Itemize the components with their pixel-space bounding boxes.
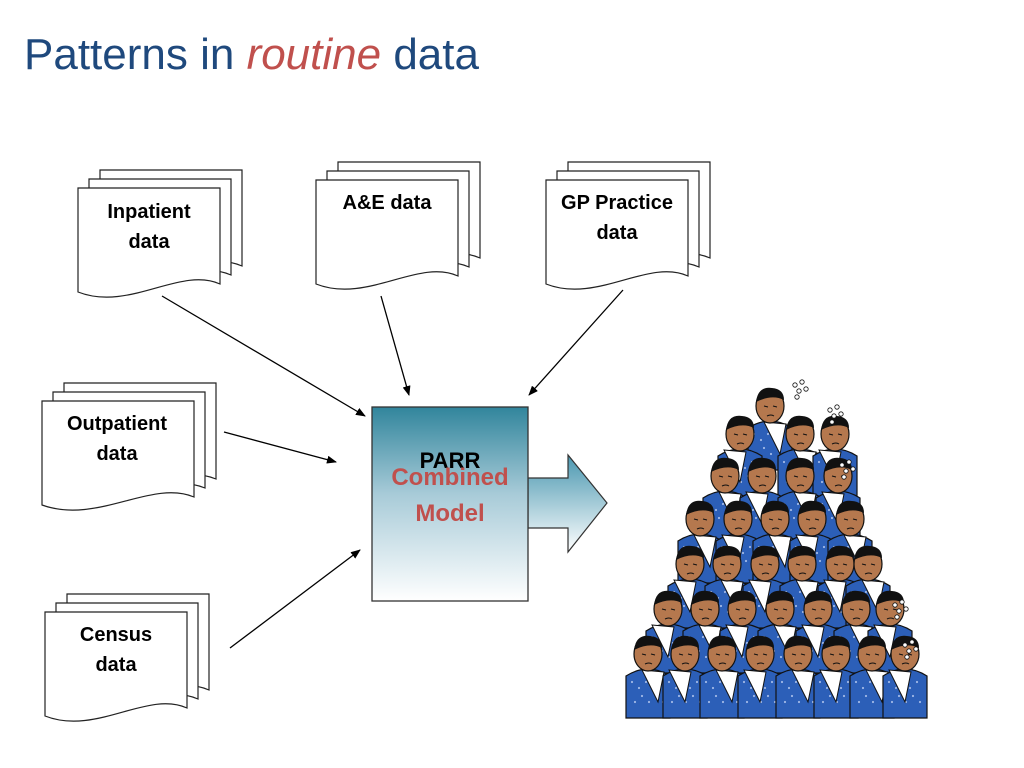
model-caption-line2: Model: [415, 500, 485, 527]
doc-stack-ae: [315, 161, 481, 290]
label-census-line2: data: [95, 654, 137, 676]
arrow-census: [229, 549, 361, 649]
model-box: [371, 406, 529, 602]
sneeze-bubbles: [792, 379, 809, 400]
arrow-gp: [528, 289, 624, 396]
doc-stack-outpatient: [41, 382, 217, 511]
crowd-illustration: [625, 379, 928, 719]
crowd-person: [775, 635, 821, 719]
label-ae: A&E data: [316, 188, 458, 218]
crowd-person: [813, 635, 859, 719]
crowd-person: [737, 635, 783, 719]
connector-arrows: [161, 289, 624, 649]
model-name: PARR: [419, 448, 481, 473]
label-outpatient-line1: Outpatient: [67, 413, 167, 435]
arrow-outpatient: [223, 431, 337, 464]
crowd-person: [625, 635, 671, 719]
label-inpatient-line1: Inpatient: [107, 201, 191, 223]
label-inpatient: Inpatient data: [78, 197, 220, 257]
sneeze-bubbles: [892, 599, 909, 620]
label-ae-line1: A&E data: [342, 192, 432, 214]
title-part1: Patterns in: [24, 30, 247, 79]
crowd-person: [882, 635, 928, 719]
sneeze-bubbles: [839, 459, 856, 480]
arrow-inpatient: [161, 295, 366, 417]
title-emphasis: routine: [246, 30, 382, 79]
label-outpatient-line2: data: [96, 443, 138, 465]
model-caption: Combined Model: [372, 460, 528, 532]
label-gp: GP Practice data: [546, 188, 688, 248]
doc-stack-gp: [545, 161, 711, 290]
label-census: Census data: [45, 620, 187, 680]
label-inpatient-line2: data: [128, 231, 170, 253]
doc-stack-census: [44, 593, 210, 722]
crowd-person: [747, 387, 793, 471]
slide-title: Patterns in routine data: [24, 30, 479, 80]
sneeze-bubbles: [827, 404, 844, 425]
label-outpatient: Outpatient data: [42, 409, 192, 469]
doc-stack-inpatient: [77, 169, 243, 298]
output-arrow: [527, 453, 608, 554]
label-census-line1: Census: [79, 624, 153, 646]
crowd-person: [662, 635, 708, 719]
arrow-ae: [380, 295, 411, 396]
title-part2: data: [381, 30, 479, 79]
model-caption-line1: Combined: [391, 464, 509, 491]
label-gp-line2: data: [596, 222, 638, 244]
label-gp-line1: GP Practice: [561, 192, 673, 214]
sneeze-bubbles: [902, 639, 919, 660]
